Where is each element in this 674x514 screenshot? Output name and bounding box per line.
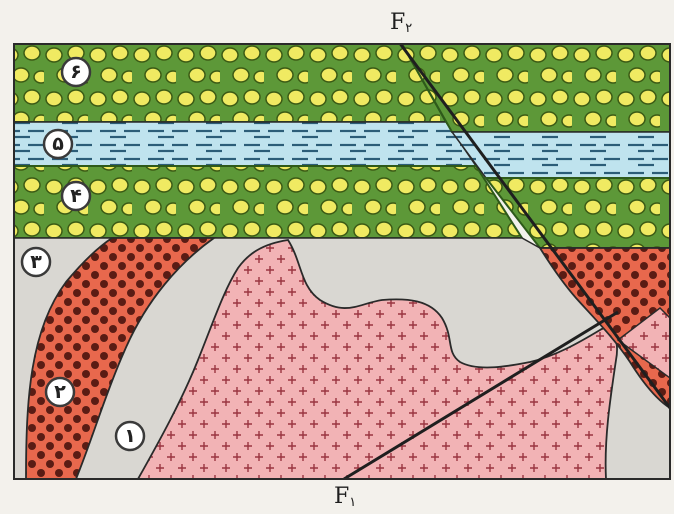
layer-4-left (14, 166, 522, 238)
layer-4-marker: ۴ (62, 182, 90, 210)
layer-3-marker: ٣ (22, 248, 50, 276)
layer-5-right (452, 132, 670, 178)
layer-6-marker: ۶ (62, 58, 90, 86)
fault-f2-label: F٢ (390, 10, 412, 36)
layer-2-marker: ٢ (46, 378, 74, 406)
layer-1-marker: ١ (116, 422, 144, 450)
layer-5-number: ۵ (52, 133, 64, 155)
layer-6-number: ۶ (70, 61, 82, 83)
layer-3-number: ٣ (30, 251, 42, 273)
layer-1-number: ١ (124, 425, 136, 447)
fault-f1-label: F١ (334, 484, 356, 510)
layer-5-marker: ۵ (44, 130, 72, 158)
layer-5-left (14, 122, 476, 166)
layer-2-number: ٢ (54, 381, 66, 403)
layer-4-number: ۴ (70, 185, 82, 207)
